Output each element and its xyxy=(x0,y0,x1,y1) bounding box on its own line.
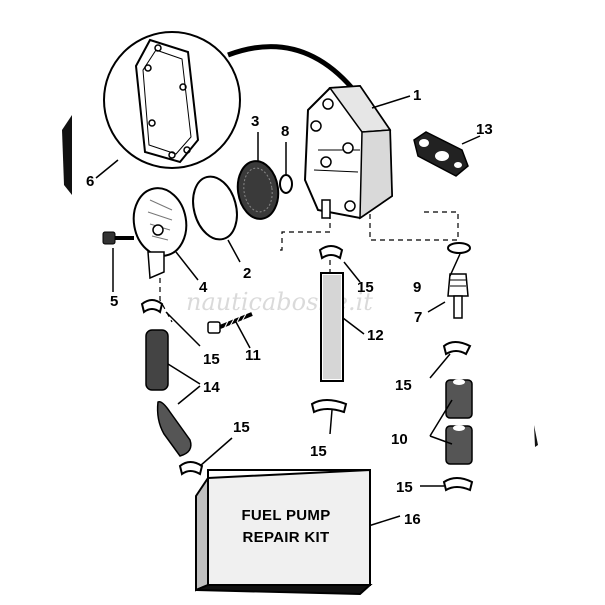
callout-6: 6 xyxy=(86,173,94,190)
part-10-grommet xyxy=(445,379,473,465)
part-1-pump-body xyxy=(303,84,394,220)
callout-15b: 15 xyxy=(203,351,220,368)
callout-15f: 15 xyxy=(396,479,413,496)
part-5-screw xyxy=(102,231,134,245)
kit-label-line1: FUEL PUMP xyxy=(241,507,330,524)
callout-15c: 15 xyxy=(395,377,412,394)
callout-14: 14 xyxy=(203,379,220,396)
part-12-filter-element xyxy=(320,272,344,382)
callout-7: 7 xyxy=(414,309,422,326)
kit-label-line2: REPAIR KIT xyxy=(243,529,330,546)
part-13-gasket xyxy=(413,131,469,177)
scan-edge-mark xyxy=(534,425,538,447)
callout-15a: 15 xyxy=(357,279,374,296)
leader-lines xyxy=(95,95,481,529)
part-3-filter-screen xyxy=(236,160,280,220)
part-6-gasket-detail xyxy=(103,31,354,169)
callout-numbers: 1 2 3 4 5 6 7 8 9 10 11 12 13 14 15 15 1… xyxy=(86,87,493,528)
callout-1: 1 xyxy=(413,87,421,104)
callout-2: 2 xyxy=(243,265,251,282)
callout-3: 3 xyxy=(251,113,259,130)
watermark: nauticaboslie.it xyxy=(186,288,373,316)
callout-15d: 15 xyxy=(233,419,250,436)
part-2-o-ring xyxy=(192,175,238,241)
callout-15e: 15 xyxy=(310,443,327,460)
callout-5: 5 xyxy=(110,293,118,310)
part-16-repair-kit-box: FUEL PUMP REPAIR KIT xyxy=(195,468,373,596)
callout-4: 4 xyxy=(199,279,208,296)
callout-9: 9 xyxy=(413,279,421,296)
callout-10: 10 xyxy=(391,431,408,448)
part-14-hose xyxy=(145,329,192,457)
part-8-o-ring xyxy=(279,174,293,194)
callout-12: 12 xyxy=(367,327,384,344)
part-11-screw xyxy=(207,312,253,334)
callout-11: 11 xyxy=(245,347,261,364)
callout-16: 16 xyxy=(404,511,421,528)
scan-edge-mark xyxy=(62,115,72,195)
callout-8: 8 xyxy=(281,123,289,140)
callout-13: 13 xyxy=(476,121,493,138)
part-9-o-ring xyxy=(447,242,471,254)
part-15-clamp xyxy=(140,245,474,492)
part-7-fitting xyxy=(447,273,469,319)
part-4-diaphragm xyxy=(132,187,188,280)
